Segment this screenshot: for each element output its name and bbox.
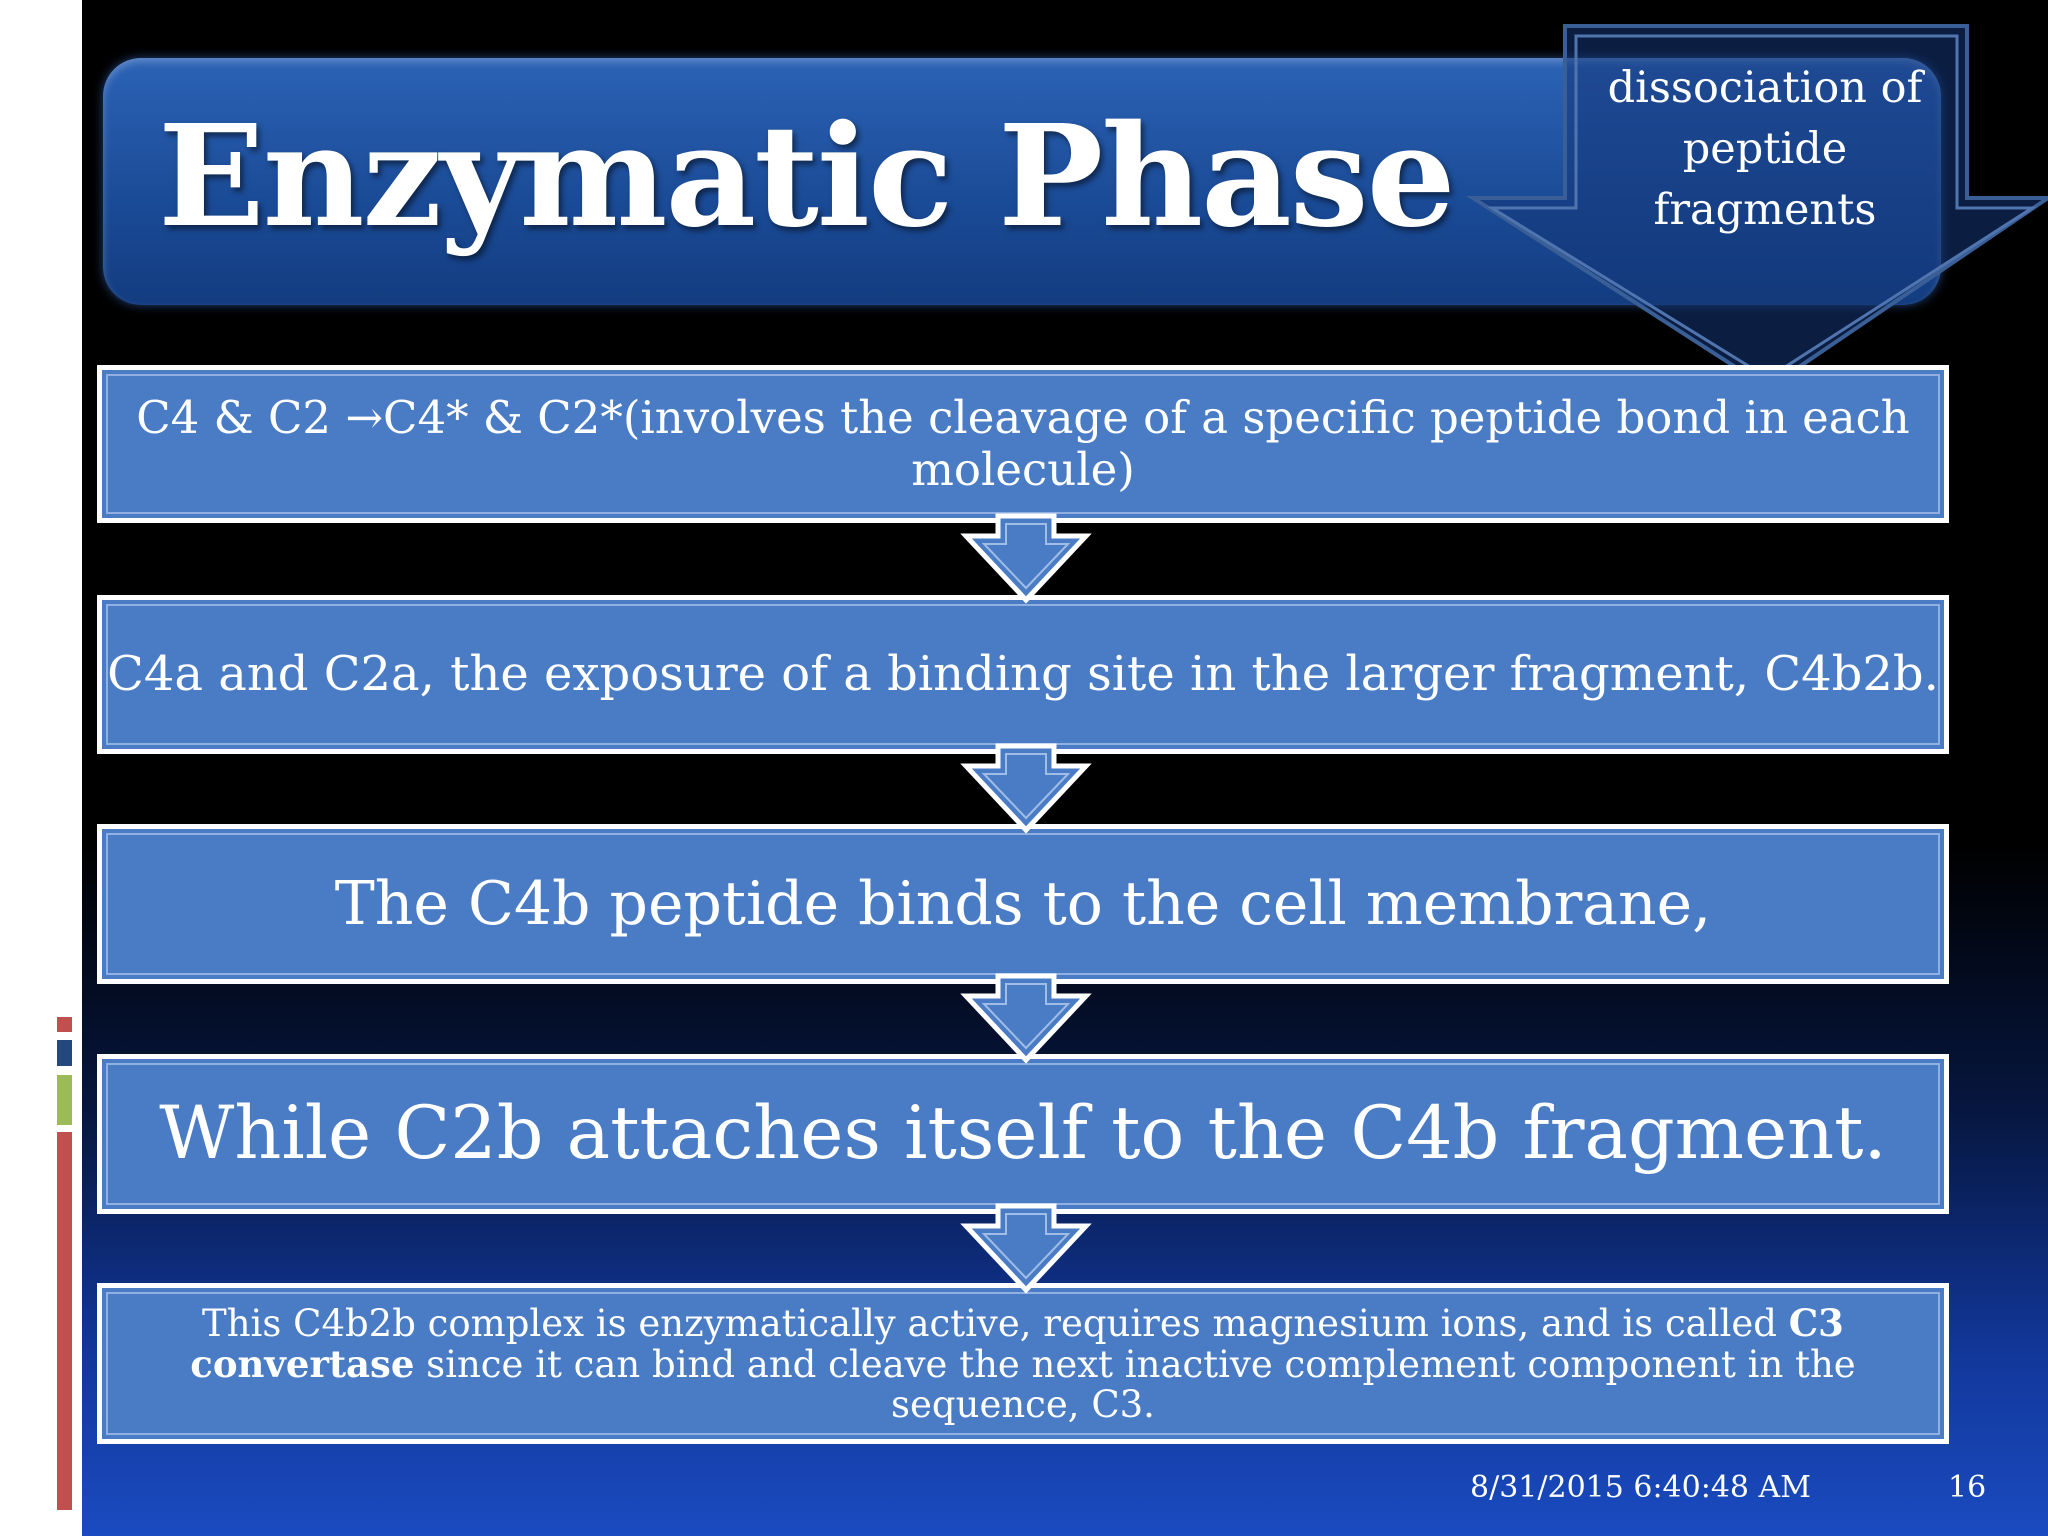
callout-label: dissociation of peptide fragments: [1590, 58, 1940, 241]
callout-line: peptide: [1682, 124, 1848, 174]
process-step-text: While C2b attaches itself to the C4b fra…: [159, 1091, 1887, 1176]
accent-bar-green: [57, 1075, 72, 1125]
process-step-box: C4a and C2a, the exposure of a binding s…: [97, 595, 1949, 754]
footer-date: 8/31/2015 6:40:48 AM: [1470, 1470, 1811, 1505]
slide-number: 16: [1948, 1470, 1987, 1505]
process-step-text: The C4b peptide binds to the cell membra…: [334, 869, 1712, 939]
down-arrow-icon: [960, 1203, 1092, 1294]
process-step-box: This C4b2b complex is enzymatically acti…: [97, 1283, 1949, 1444]
step-text-plain: since it can bind and cleave the next in…: [414, 1342, 1856, 1426]
process-step-box: C4 & C2 →C4* & C2*(involves the cleavage…: [97, 365, 1949, 523]
process-step-text: This C4b2b complex is enzymatically acti…: [102, 1303, 1944, 1425]
slide-title: Enzymatic Phase: [158, 95, 1456, 259]
down-arrow-icon: [960, 973, 1092, 1064]
down-arrow-icon: [960, 513, 1092, 604]
accent-bar-red-small: [57, 1017, 72, 1032]
step-text-emphasis: C3 convertase: [190, 1300, 1844, 1386]
process-step-text: C4 & C2 →C4* & C2*(involves the cleavage…: [136, 391, 1910, 496]
accent-bar-blue: [57, 1040, 72, 1066]
step-text-plain: This C4b2b complex is enzymatically acti…: [202, 1301, 1789, 1345]
process-step-box: The C4b peptide binds to the cell membra…: [97, 824, 1949, 984]
callout-line: dissociation of: [1607, 63, 1923, 113]
process-step-box: While C2b attaches itself to the C4b fra…: [97, 1054, 1949, 1214]
accent-bar-red: [57, 1132, 72, 1510]
down-arrow-icon: [960, 743, 1092, 834]
callout-line: fragments: [1653, 185, 1877, 235]
process-step-text: C4a and C2a, the exposure of a binding s…: [107, 646, 1939, 702]
